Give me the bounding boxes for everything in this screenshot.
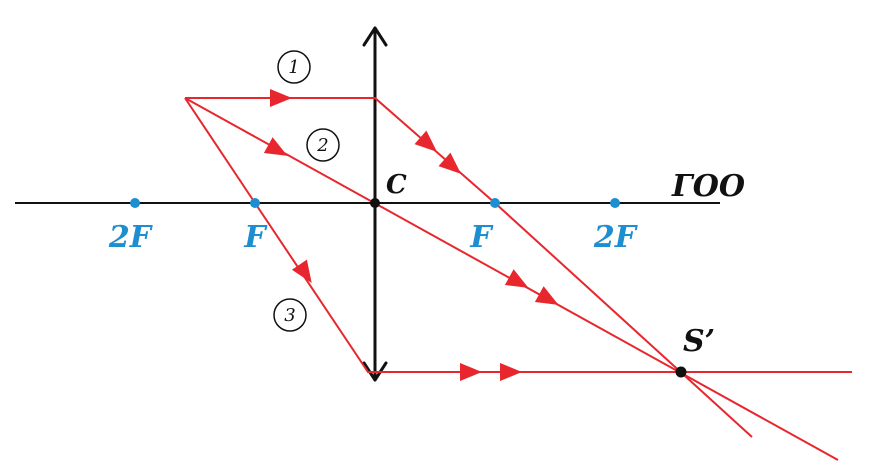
- ray-1-marker-circle: [277, 50, 311, 84]
- image-point: [675, 366, 687, 378]
- label-image-point: S’: [683, 324, 715, 359]
- ray-3-arrowhead-c: [500, 363, 522, 381]
- point-f-left: [250, 198, 260, 208]
- ray-2-marker-label: 2: [316, 135, 328, 156]
- lens-bottom-arrowhead: [362, 361, 388, 382]
- ray-1-arrowhead-a: [270, 89, 292, 107]
- ray-arrowheads: [263, 89, 559, 381]
- optical-center-point: [370, 198, 380, 208]
- label-optical-center: C: [386, 170, 407, 200]
- ray-2-arrowhead-c: [534, 286, 559, 305]
- ray-3-arrowhead-a: [291, 259, 312, 283]
- ray-2-marker: 2: [306, 128, 340, 162]
- ray-3-arrowhead-b: [460, 363, 482, 381]
- ray-3-marker-circle: [273, 298, 307, 332]
- ray-1-arrowhead-c: [438, 152, 462, 174]
- point-f-right: [490, 198, 500, 208]
- ray-1-marker-label: 1: [288, 57, 299, 78]
- ray-3: [184, 97, 852, 373]
- ray-2-arrowhead-a: [263, 137, 288, 156]
- ray-1-marker: 1: [277, 50, 311, 84]
- lens-top-arrowhead: [362, 26, 388, 47]
- ray-1-arrowhead-b: [414, 130, 438, 152]
- label-2f-left: 2F: [108, 220, 154, 255]
- point-2f-right: [610, 198, 620, 208]
- label-2f-right: 2F: [593, 220, 639, 255]
- ray-3-marker-label: 3: [284, 305, 295, 326]
- label-principal-axis: ГОО: [671, 169, 745, 204]
- point-2f-left: [130, 198, 140, 208]
- ray-2-marker-circle: [306, 128, 340, 162]
- label-f-right: F: [469, 220, 494, 255]
- label-f-left: F: [243, 220, 268, 255]
- focus-points: [130, 198, 620, 208]
- ray-3-marker: 3: [273, 298, 307, 332]
- ray-2-arrowhead-b: [504, 269, 529, 288]
